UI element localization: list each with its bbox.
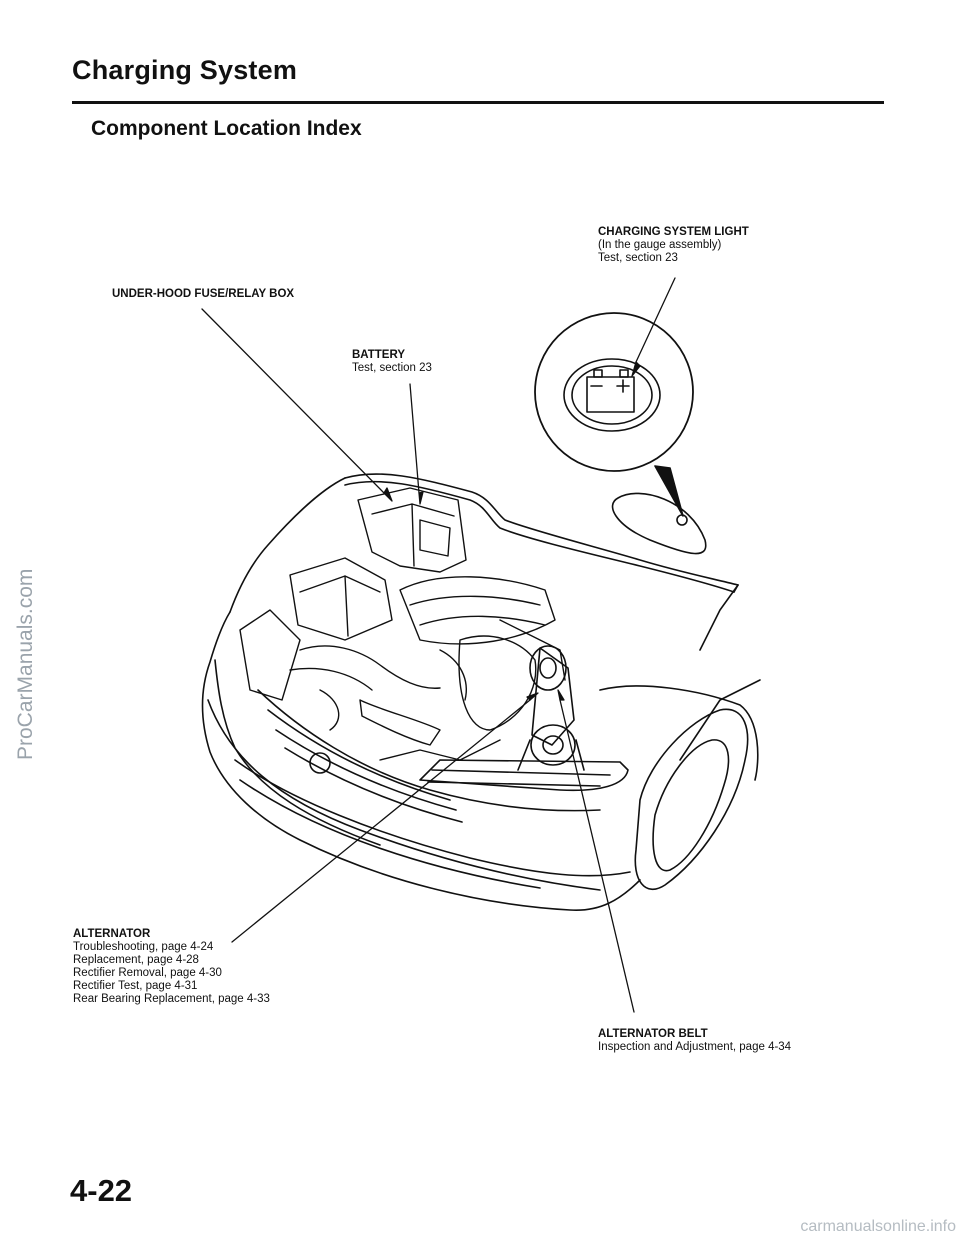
- watermark-text: ProCarManuals.com: [14, 568, 37, 760]
- label-line: Inspection and Adjustment, page 4-34: [598, 1041, 792, 1053]
- leader-alternator: [231, 699, 531, 943]
- label-alternator-belt: ALTERNATOR BELT Inspection and Adjustmen…: [598, 1028, 791, 1054]
- label-title: BATTERY: [352, 349, 406, 361]
- label-title: ALTERNATOR: [73, 928, 151, 940]
- label-line: (In the gauge assembly): [598, 239, 722, 251]
- fuse-box-outline: [289, 557, 393, 641]
- label-line: Test, section 23: [598, 252, 678, 264]
- title-rule: [72, 101, 884, 104]
- section-subtitle: Component Location Index: [91, 117, 362, 140]
- label-charging-system-light: CHARGING SYSTEM LIGHT (In the gauge asse…: [598, 226, 749, 265]
- charging-light-lamp: [676, 514, 688, 526]
- label-title: ALTERNATOR BELT: [598, 1028, 708, 1040]
- label-line: Rear Bearing Replacement, page 4-33: [73, 993, 270, 1005]
- gauge-assembly-outline: [611, 492, 707, 555]
- leader-lines: [201, 277, 676, 1013]
- alternator-drawing: [517, 645, 585, 771]
- battery-outline: [357, 487, 467, 573]
- label-title: CHARGING SYSTEM LIGHT: [598, 226, 749, 238]
- leader-fuse-box: [201, 308, 385, 494]
- label-title: UNDER-HOOD FUSE/RELAY BOX: [112, 288, 295, 300]
- engine-components: [239, 487, 566, 761]
- front-wheel: [634, 708, 749, 891]
- label-under-hood-fuse-relay-box: UNDER-HOOD FUSE/RELAY BOX: [112, 288, 294, 301]
- label-line: Replacement, page 4-28: [73, 954, 199, 966]
- page-title: Charging System: [72, 55, 298, 85]
- emblem: [309, 752, 331, 774]
- leader-charging-light: [635, 277, 676, 363]
- leader-battery: [409, 383, 420, 494]
- headlight: [419, 759, 629, 792]
- label-alternator: ALTERNATOR Troubleshooting, page 4-24 Re…: [73, 928, 270, 1006]
- hood-outline: [229, 473, 739, 613]
- magnifier-pointer: [654, 465, 684, 517]
- label-line: Rectifier Removal, page 4-30: [73, 967, 222, 979]
- battery-warning-icon: [586, 369, 635, 413]
- footer-site-text: carmanualsonline.info: [800, 1218, 956, 1235]
- car-body-outline: [201, 584, 761, 911]
- label-battery: BATTERY Test, section 23: [352, 349, 432, 375]
- charging-light-magnifier: [534, 312, 694, 472]
- label-line: Rectifier Test, page 4-31: [73, 980, 198, 992]
- label-line: Test, section 23: [352, 362, 432, 374]
- page-number: 4-22: [70, 1173, 133, 1208]
- leader-alternator-belt: [559, 699, 635, 1013]
- label-line: Troubleshooting, page 4-24: [73, 941, 214, 953]
